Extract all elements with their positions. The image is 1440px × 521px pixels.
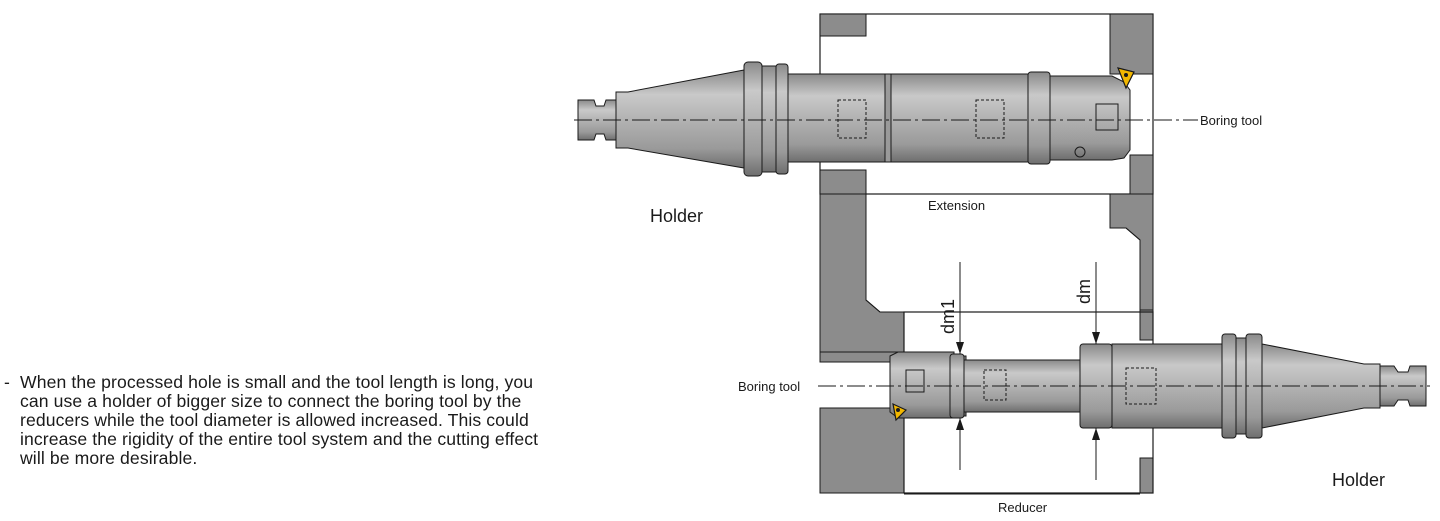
dm1-dimension [956, 262, 964, 470]
note-line: increase the rigidity of the entire tool… [20, 429, 539, 449]
label-boring-tool-bottom: Boring tool [738, 379, 800, 394]
top-holder-flange [743, 61, 763, 177]
label-holder-bottom: Holder [1332, 470, 1385, 490]
top-boring-head [1049, 75, 1131, 161]
workpiece-bottom-right-wall [1139, 309, 1154, 341]
label-boring-tool-top: Boring tool [1200, 113, 1262, 128]
note-line: reducers while the tool diameter is allo… [20, 410, 529, 430]
top-extension [887, 73, 1029, 163]
top-tool-assembly [577, 61, 1135, 177]
workpiece-top-left-wall [819, 13, 867, 37]
description-note: - When the processed hole is small and t… [4, 373, 724, 468]
bottom-insert [892, 402, 908, 422]
dm-dimension [1092, 262, 1100, 480]
note-line: will be more desirable. [20, 448, 198, 468]
workpiece [819, 13, 1154, 494]
workpiece-right-wall [1109, 193, 1154, 311]
workpiece-left-wall [819, 193, 905, 353]
label-reducer: Reducer [998, 500, 1048, 515]
label-extension: Extension [928, 198, 985, 213]
label-dm1: dm1 [938, 299, 958, 334]
label-holder-top: Holder [650, 206, 703, 226]
workpiece-top-right-wall [1109, 13, 1154, 75]
note-bullet: - [4, 372, 10, 392]
top-taper [615, 69, 745, 169]
label-dm: dm [1074, 279, 1094, 304]
top-insert [1117, 67, 1135, 90]
note-line: When the processed hole is small and the… [20, 372, 534, 392]
note-line: can use a holder of bigger size to conne… [20, 391, 522, 411]
